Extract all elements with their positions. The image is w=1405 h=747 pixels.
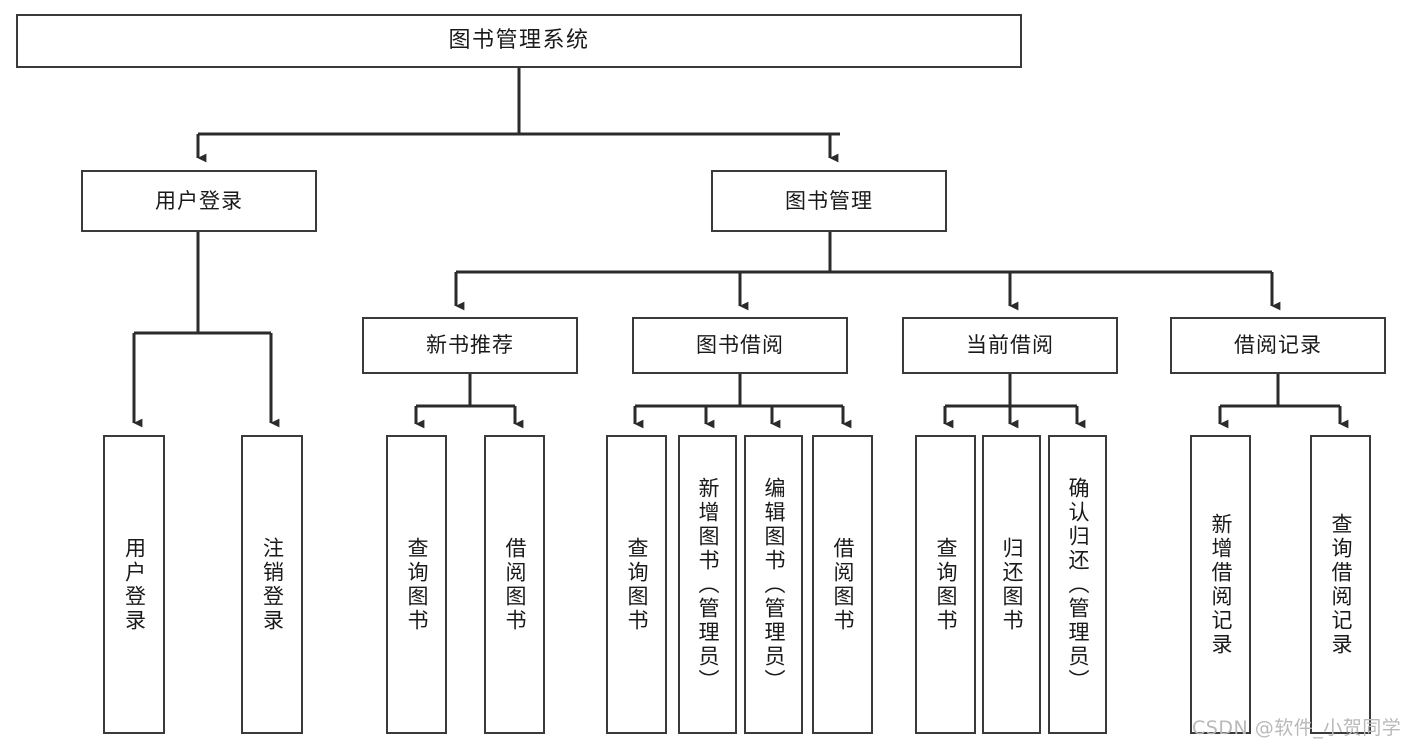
node-leaf-add-borrow-record[interactable]: 新增借阅记录 <box>1190 435 1251 734</box>
node-new-book-recommend[interactable]: 新书推荐 <box>362 317 578 374</box>
watermark-text: CSDN @软件_小贺同学 <box>1192 717 1402 739</box>
node-label: 新书推荐 <box>426 333 514 358</box>
node-leaf-logout[interactable]: 注销登录 <box>241 435 303 734</box>
node-label: 借阅记录 <box>1234 333 1322 358</box>
node-leaf-user-login[interactable]: 用户登录 <box>103 435 165 734</box>
node-leaf-add-book-admin[interactable]: 新增图书（管理员） <box>678 435 737 734</box>
node-label: 新增图书（管理员） <box>696 476 720 693</box>
node-label: 查询图书 <box>934 536 958 633</box>
node-leaf-query-book-recommend[interactable]: 查询图书 <box>386 435 447 734</box>
node-label: 图书管理 <box>785 188 873 213</box>
node-label: 编辑图书（管理员） <box>762 476 786 693</box>
node-label: 查询图书 <box>405 536 429 633</box>
node-leaf-query-book-current[interactable]: 查询图书 <box>915 435 976 734</box>
node-leaf-return-book[interactable]: 归还图书 <box>982 435 1041 734</box>
node-label: 归还图书 <box>1000 536 1024 633</box>
node-label: 查询图书 <box>625 536 649 633</box>
node-label: 注销登录 <box>260 536 285 633</box>
node-leaf-confirm-return-admin[interactable]: 确认归还（管理员） <box>1048 435 1107 734</box>
node-root-book-management-system[interactable]: 图书管理系统 <box>16 14 1022 68</box>
node-label: 图书借阅 <box>696 333 784 358</box>
node-label: 借阅图书 <box>503 536 527 633</box>
node-label: 新增借阅记录 <box>1209 512 1233 657</box>
node-leaf-query-book-borrow[interactable]: 查询图书 <box>606 435 667 734</box>
node-leaf-edit-book-admin[interactable]: 编辑图书（管理员） <box>744 435 803 734</box>
node-book-borrow[interactable]: 图书借阅 <box>632 317 848 374</box>
node-label: 查询借阅记录 <box>1329 512 1353 657</box>
node-leaf-query-borrow-record[interactable]: 查询借阅记录 <box>1310 435 1371 734</box>
node-label: 借阅图书 <box>831 536 855 633</box>
node-current-borrow[interactable]: 当前借阅 <box>902 317 1118 374</box>
node-book-management[interactable]: 图书管理 <box>711 170 947 232</box>
node-label: 当前借阅 <box>966 333 1054 358</box>
node-label: 确认归还（管理员） <box>1066 476 1090 693</box>
node-user-login[interactable]: 用户登录 <box>81 170 317 232</box>
node-leaf-borrow-book-recommend[interactable]: 借阅图书 <box>484 435 545 734</box>
node-label: 图书管理系统 <box>448 28 590 54</box>
node-label: 用户登录 <box>155 188 243 213</box>
node-borrow-record[interactable]: 借阅记录 <box>1170 317 1386 374</box>
node-leaf-borrow-book[interactable]: 借阅图书 <box>812 435 873 734</box>
node-label: 用户登录 <box>122 536 147 633</box>
